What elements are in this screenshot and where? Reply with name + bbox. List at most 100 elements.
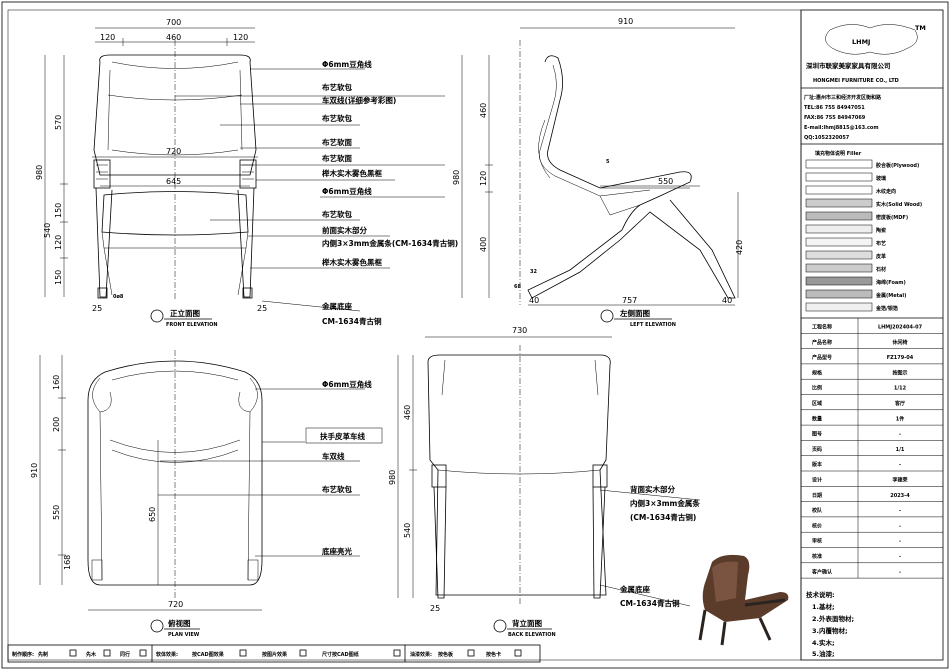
title-block-key: 核价 <box>812 522 823 529</box>
dim-h-b: 120 <box>54 235 63 250</box>
label-beech-frame: 榉木实木雾色黑框 <box>322 257 382 267</box>
title-block-key: 日期 <box>812 492 822 499</box>
title-block-value: - <box>899 554 901 560</box>
dim-width: 730 <box>512 326 527 335</box>
option-label: 先制 <box>38 651 48 658</box>
checkbox[interactable] <box>299 649 307 657</box>
tech-note: 3.内覆物材; <box>812 626 848 635</box>
tech-note: 4.实木; <box>812 638 835 647</box>
filler-swatch <box>805 211 873 221</box>
plan-view: 720 910 160 200 550 168 650 Φ6mm豆角线 扶手皮革… <box>30 350 383 638</box>
dim-width-left: 120 <box>100 33 115 42</box>
fax: FAX:86 755 84947069 <box>804 115 866 121</box>
label-back-wood: 背面实木部分 <box>630 484 675 494</box>
filler-swatch <box>805 289 873 299</box>
title-block-value: - <box>899 432 901 438</box>
title-block-key: 客户确认 <box>811 568 833 575</box>
qq: QQ:1052320057 <box>804 135 850 141</box>
label-front-wood: 前面实木部分 <box>322 225 367 235</box>
dim-back-height: 570 <box>54 115 63 130</box>
phone: TEL:86 755 84947051 <box>804 105 865 111</box>
front-elevation: 700 120 460 120 720 645 980 570 540 150 … <box>35 18 458 328</box>
view-title: 正立面图 <box>170 308 200 318</box>
view-title: 俯视图 <box>168 618 191 628</box>
drawing-area-frame <box>7 9 802 661</box>
filler-swatch <box>805 159 873 169</box>
checkbox[interactable] <box>103 649 111 657</box>
title-block-key: 工程名称 <box>812 324 832 331</box>
dim-h-c: 400 <box>479 237 488 252</box>
title-block-value: - <box>899 523 901 529</box>
title-block-key: 规格 <box>812 369 823 376</box>
filler-swatch <box>805 263 873 273</box>
title-block-key: 版本 <box>812 461 823 468</box>
tech-note: 2.外表面物材; <box>812 614 854 623</box>
filler-label: 布艺 <box>875 240 886 247</box>
checkbox[interactable] <box>239 649 247 657</box>
label-metal-strip: 内侧3×3mm金属条 <box>630 498 700 508</box>
view-marker-icon <box>600 309 614 323</box>
label-box <box>305 427 383 444</box>
option-label: 尺寸按CAD图纸 <box>322 651 359 658</box>
checkbox[interactable] <box>467 649 475 657</box>
title-block-key: 设计 <box>812 477 822 484</box>
checkbox[interactable] <box>514 649 522 657</box>
dim-foot-left: 40 <box>529 296 539 305</box>
label-metal-finish: CM-1634青古铜 <box>620 598 680 608</box>
company-name-cn: 深圳市联家美家家具有限公司 <box>806 61 891 70</box>
filler-swatch <box>805 172 873 182</box>
label-arm-leather: 扶手皮革车线 <box>320 431 365 441</box>
view-subtitle: FRONT ELEVATION <box>166 322 218 328</box>
dim-note: 0ø8 <box>113 294 124 300</box>
filler-legend-title: 填充物体说明 Filler <box>815 150 862 157</box>
label-metal-finish: (CM-1634青古铜) <box>630 512 696 522</box>
label-double-stitch: 车双线 <box>322 451 345 461</box>
option-label: 按CAD图效果 <box>192 651 225 658</box>
view-title: 左侧面图 <box>619 308 650 318</box>
title-block-key: 页码 <box>812 446 822 453</box>
dim-h-c: 150 <box>54 270 63 285</box>
title-block-value: - <box>899 508 901 514</box>
view-subtitle: LEFT ELEVATION <box>630 322 676 328</box>
option-label: 同行 <box>120 651 130 658</box>
dim-h-a: 460 <box>403 405 412 420</box>
dim-height-total: 980 <box>452 170 461 185</box>
dim-h-a: 460 <box>479 103 488 118</box>
dim-base-length: 757 <box>622 296 637 305</box>
checkbox[interactable] <box>139 649 147 657</box>
filler-swatch <box>805 237 873 247</box>
trademark: TM <box>915 24 926 32</box>
filler-swatch <box>805 302 873 312</box>
filler-label: 陶瓷 <box>876 227 886 234</box>
title-block-value: 1/1 <box>896 447 905 453</box>
filler-label: 海绵(Foam) <box>876 279 906 286</box>
dim-gap: 5 <box>606 159 610 165</box>
dim-seat-width: 645 <box>166 177 181 186</box>
filler-label: 实木(Solid Wood) <box>876 201 922 208</box>
label-piping: Φ6mm豆角线 <box>322 59 372 69</box>
option-label: 按图片效果 <box>262 651 288 658</box>
filler-label: 胶合板(Plywood) <box>875 162 919 169</box>
dim-seat-depth: 550 <box>658 177 673 186</box>
order-label: 制作顺序: <box>12 651 34 658</box>
company-name-en: HONGMEI FURNITURE CO., LTD <box>813 78 899 84</box>
dim-height-total: 980 <box>35 165 44 180</box>
dim-width: 720 <box>168 600 183 609</box>
checkbox[interactable] <box>69 649 77 657</box>
dim-width-right: 120 <box>233 33 248 42</box>
filler-label: 皮革 <box>875 253 886 260</box>
filler-swatch <box>805 198 873 208</box>
checkbox[interactable] <box>393 649 401 657</box>
title-block-key: 核准 <box>812 553 822 560</box>
label-beech-frame: 榉木实木雾色黑框 <box>322 168 382 178</box>
dim-arm-height: 420 <box>735 240 744 255</box>
dim-d-d: 168 <box>63 555 72 570</box>
filler-label: 玻璃 <box>876 175 886 182</box>
dim-inner: 650 <box>148 507 157 522</box>
title-block-value: 李建荣 <box>891 477 908 484</box>
title-block-value: - <box>899 462 901 468</box>
label-metal-strip: 内侧3×3mm金属条(CM-1634青古铜) <box>322 238 458 248</box>
